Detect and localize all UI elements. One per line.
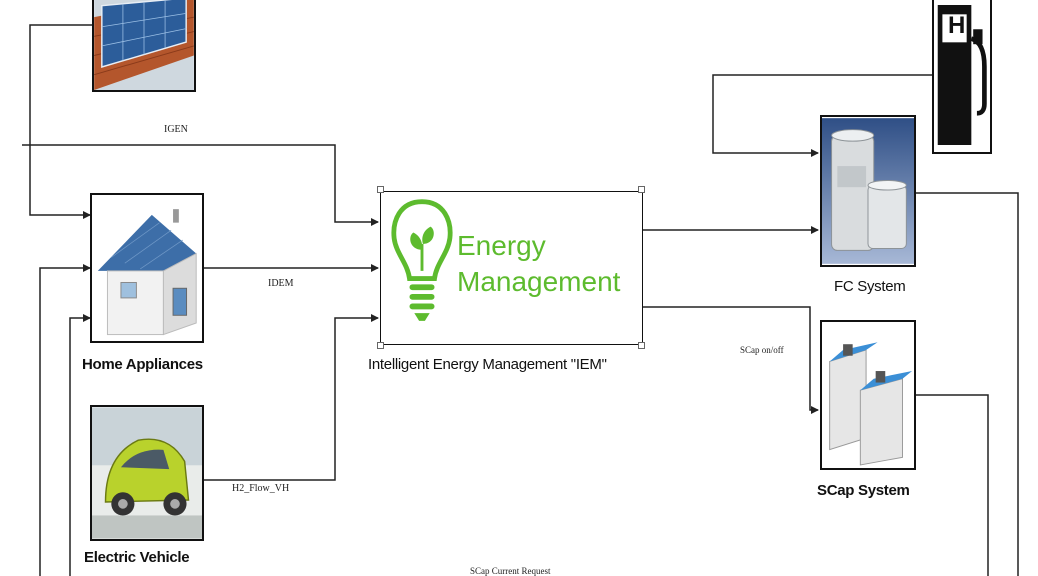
wire-solar-to-home <box>29 24 92 219</box>
wire-fc-out <box>916 192 1019 576</box>
selection-handle-tl[interactable] <box>377 186 384 193</box>
selection-handle-tr[interactable] <box>638 186 645 193</box>
scap-system-block[interactable] <box>820 320 916 470</box>
logo-text-energy: Energy <box>457 230 546 261</box>
hydrogen-symbol: H <box>948 12 966 39</box>
wire-scap-onoff <box>643 306 819 414</box>
fc-system-label: FC System <box>834 278 906 295</box>
electric-car-icon <box>92 407 202 539</box>
energy-management-block[interactable]: Energy Management <box>380 191 643 345</box>
electric-vehicle-block[interactable] <box>90 405 204 541</box>
solar-panel-block[interactable] <box>92 0 196 92</box>
hydrogen-station-block[interactable]: H <box>932 0 992 154</box>
home-appliances-label: Home Appliances <box>82 356 203 373</box>
wire-igen <box>22 144 379 226</box>
energy-management-label: Intelligent Energy Management "IEM" <box>368 356 607 373</box>
wire-scap-out <box>916 394 989 576</box>
scap-system-label: SCap System <box>817 482 910 499</box>
solar-panel-icon <box>94 0 194 90</box>
lightbulb-leaf-icon <box>391 199 453 321</box>
fuel-cell-icon <box>822 118 914 264</box>
signal-label-igen: IGEN <box>164 124 188 135</box>
supercapacitor-icon <box>822 323 914 467</box>
wire-h2flow <box>204 314 379 481</box>
logo-text-management: Management <box>457 266 621 297</box>
home-appliances-block[interactable] <box>90 193 204 343</box>
wire-feedback-2 <box>69 314 91 576</box>
hydrogen-pump-icon <box>934 1 990 149</box>
wire-feedback-1 <box>39 264 91 576</box>
signal-label-h2-flow: H2_Flow_VH <box>232 483 290 494</box>
signal-label-scap-onoff: SCap on/off <box>740 345 784 355</box>
wire-h2-to-fc <box>712 74 932 157</box>
selection-handle-br[interactable] <box>638 342 645 349</box>
signal-label-idem: IDEM <box>268 278 294 289</box>
fc-system-block[interactable] <box>820 115 916 267</box>
signal-label-scap-current: SCap Current Request <box>470 566 551 576</box>
electric-vehicle-label: Electric Vehicle <box>84 549 190 566</box>
house-icon <box>92 195 202 341</box>
selection-handle-bl[interactable] <box>377 342 384 349</box>
